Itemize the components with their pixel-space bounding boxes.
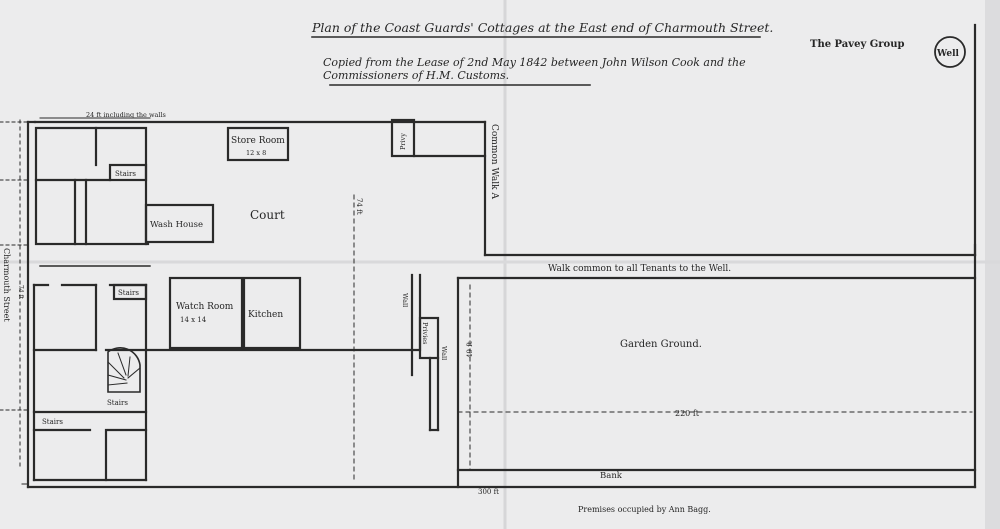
- plan-lines: [0, 23, 977, 489]
- stairs-mid-label: Stairs: [118, 289, 139, 297]
- side-dimension: 74 ft: [17, 285, 24, 300]
- dimension-49-label: 49 ft: [466, 341, 474, 358]
- plan-subtitle-line2: Commissioners of H.M. Customs.: [323, 69, 509, 82]
- wall-lower-label: Wall: [440, 346, 448, 360]
- paper-right-shade: [985, 0, 1000, 529]
- privies-label: Privies: [421, 322, 429, 345]
- court-dimension: 74 ft: [355, 198, 363, 215]
- store-room-size: 12 x 8: [246, 149, 266, 157]
- watch-room-size: 14 x 14: [180, 316, 207, 324]
- well-label: Well: [936, 49, 960, 59]
- court-label: Court: [250, 208, 285, 222]
- dimension-300-label: 300 ft: [478, 488, 499, 496]
- wash-house-label: Wash House: [150, 220, 203, 230]
- plan-title: Plan of the Coast Guards' Cottages at th…: [311, 20, 773, 35]
- width-walls-label: 24 ft including the walls: [86, 111, 166, 119]
- walk-common-label: Walk common to all Tenants to the Well.: [548, 264, 731, 274]
- kitchen-label: Kitchen: [248, 310, 283, 320]
- group-name: The Pavey Group: [810, 39, 905, 50]
- store-room-label: Store Room: [231, 136, 285, 146]
- bank-label: Bank: [600, 471, 623, 481]
- garden-ground-label: Garden Ground.: [620, 339, 702, 350]
- watch-room-label: Watch Room: [176, 302, 234, 312]
- stairs-left-label: Stairs: [42, 418, 63, 426]
- stairs-top-label: Stairs: [115, 170, 136, 178]
- well-circle: [934, 36, 966, 68]
- plan-subtitle-line1: Copied from the Lease of 2nd May 1842 be…: [323, 56, 746, 69]
- dimension-220-label: 220 ft: [675, 409, 700, 418]
- premises-label: Premises occupied by Ann Bagg.: [578, 505, 711, 514]
- wall-upper-label: Wall: [401, 293, 409, 307]
- common-walk-label: Common Walk A: [489, 124, 499, 199]
- stairs-spiral-label: Stairs: [107, 399, 128, 407]
- charmouth-street-label: Charmouth Street: [2, 248, 11, 322]
- privy-label: Privy: [399, 133, 407, 150]
